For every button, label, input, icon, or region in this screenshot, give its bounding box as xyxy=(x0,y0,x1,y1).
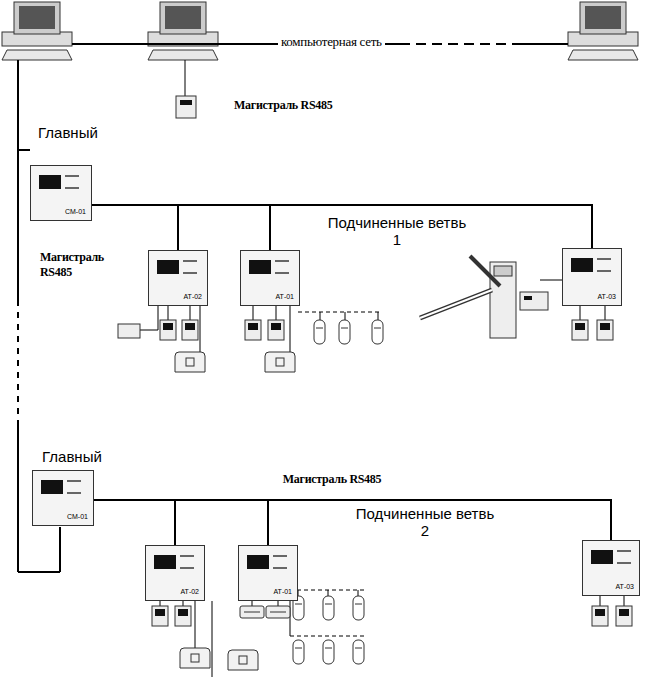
controller-display xyxy=(154,555,176,569)
text-label: Подчиненные ветвь 1 xyxy=(322,214,472,248)
rs485-bus-line xyxy=(94,500,268,545)
model-label: СМ-01 xyxy=(67,513,88,521)
rs485-bus-line xyxy=(92,205,592,248)
model-label: АТ-02 xyxy=(180,588,199,596)
controller-display xyxy=(247,555,269,569)
controller-display xyxy=(157,260,179,274)
text-label: Главный xyxy=(38,124,118,141)
controller-display xyxy=(41,480,63,494)
indicator-lamps xyxy=(275,260,289,274)
model-label: АТ-01 xyxy=(275,293,294,301)
text-label: Магистраль RS485 xyxy=(234,98,364,113)
slave-controller: АТ-02 xyxy=(148,250,208,306)
model-label: АТ-03 xyxy=(597,293,616,301)
model-label: АТ-02 xyxy=(183,293,202,301)
indicator-lamps xyxy=(65,175,79,189)
rs485-bus-line xyxy=(92,205,178,250)
indicator-lamps xyxy=(67,480,81,494)
indicator-lamps xyxy=(273,555,287,569)
controller-display xyxy=(39,175,61,189)
model-label: АТ-03 xyxy=(615,583,634,591)
controller-display xyxy=(591,550,613,564)
text-label: Магистраль RS485 xyxy=(40,250,120,280)
slave-controller: АТ-03 xyxy=(562,248,622,306)
slave-controller: АТ-01 xyxy=(238,545,298,601)
slave-controller: АТ-02 xyxy=(145,545,205,601)
rs485-bus-line xyxy=(92,205,270,250)
main-controller: СМ-01 xyxy=(30,165,92,221)
indicator-lamps xyxy=(597,258,611,272)
rs485-bus-line xyxy=(94,500,611,540)
indicator-lamps xyxy=(180,555,194,569)
slave-controller: АТ-03 xyxy=(582,540,640,596)
model-label: СМ-01 xyxy=(65,208,86,216)
main-controller: СМ-01 xyxy=(32,470,94,526)
rs485-bus-line xyxy=(94,500,175,545)
controller-display xyxy=(249,260,271,274)
indicator-lamps xyxy=(617,550,631,564)
model-label: АТ-01 xyxy=(273,588,292,596)
slave-controller: АТ-01 xyxy=(240,250,300,306)
text-label: Подчиненные ветвь 2 xyxy=(350,505,500,539)
text-label: компьютерная сеть xyxy=(278,34,385,50)
controller-display xyxy=(571,258,593,272)
indicator-lamps xyxy=(183,260,197,274)
text-label: Главный xyxy=(42,448,122,465)
text-label: Магистраль RS485 xyxy=(262,472,402,487)
